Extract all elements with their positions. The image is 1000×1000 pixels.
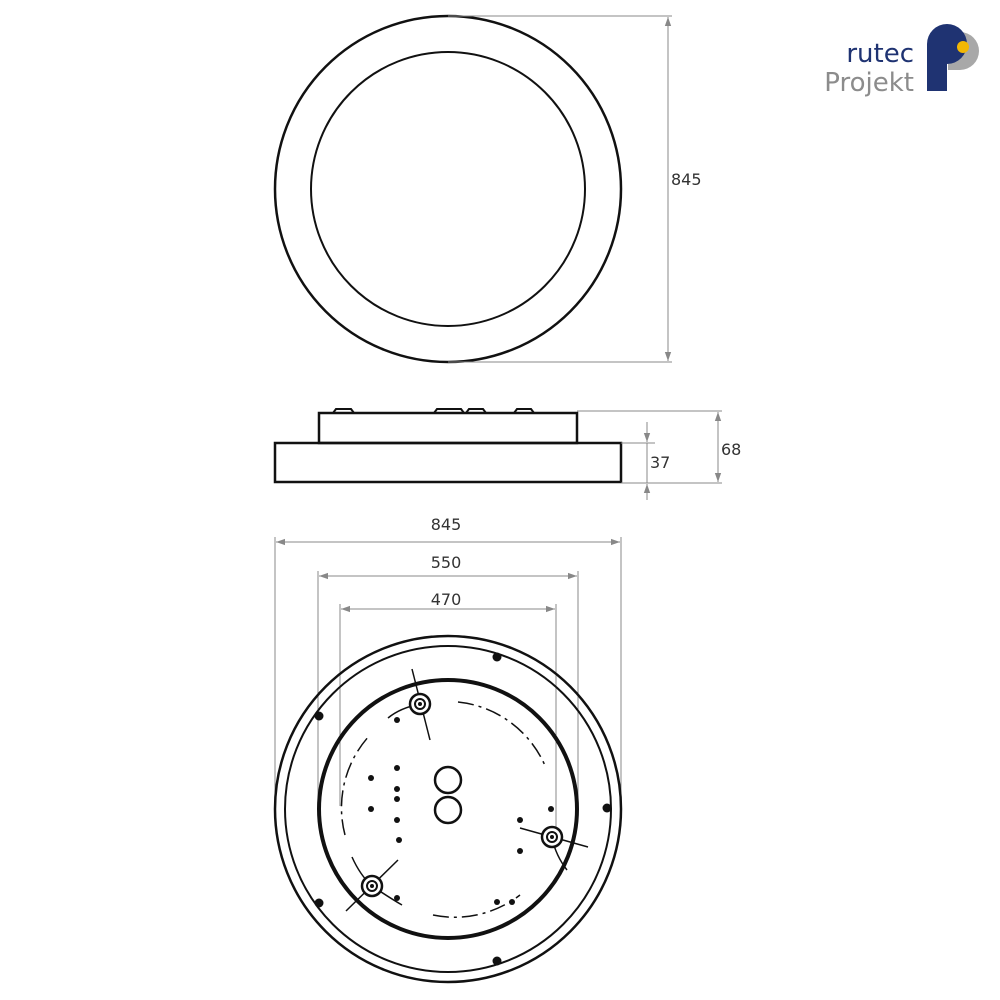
fixing-point (345, 856, 403, 912)
cable-entry (433, 795, 463, 825)
side-view-top-body (317, 411, 579, 445)
bottom-second-ring (284, 645, 612, 973)
bottom-mount-plate (317, 678, 579, 940)
rutec-projekt-logo: rutec Projekt (824, 24, 979, 98)
dashed-arc (340, 734, 371, 836)
top-view-inner-diffuser (310, 51, 586, 327)
top-view-outer-ring (273, 14, 623, 364)
logo-mark-navy (927, 24, 967, 91)
cable-entry (433, 765, 463, 795)
side-view-bump (465, 408, 487, 414)
side-view-bump (513, 408, 535, 414)
side-total-height-label: 68 (721, 440, 741, 459)
small-holes (368, 717, 554, 905)
fixing-point (519, 825, 589, 871)
bottom-mount-diameter-label: 550 (431, 553, 462, 572)
side-view: 68 37 (273, 408, 741, 500)
bottom-outer-diameter-label: 845 (431, 515, 462, 534)
dashed-arc (457, 701, 547, 769)
logo-text-rutec: rutec (846, 39, 914, 69)
bottom-view-dimensions: 845 550 470 (274, 515, 622, 838)
bottom-view (273, 634, 623, 984)
rim-screw (602, 803, 612, 813)
bottom-hole-spacing-label: 470 (431, 590, 462, 609)
side-view-bump (433, 408, 465, 414)
logo-text-projekt: Projekt (824, 68, 914, 98)
side-base-height-label: 37 (650, 453, 670, 472)
rim-screw (492, 956, 502, 966)
top-view: 845 (273, 14, 702, 364)
logo-mark-yellow-dot (957, 41, 969, 53)
dashed-arc (432, 894, 521, 918)
top-view-height-label: 845 (671, 170, 702, 189)
rim-screw (314, 711, 324, 721)
rim-screw (492, 652, 502, 662)
side-view-bump (332, 408, 355, 414)
fixing-point (387, 668, 432, 741)
rim-screw (314, 898, 324, 908)
bottom-outer-ring (273, 634, 623, 984)
side-view-base-body (273, 441, 623, 484)
